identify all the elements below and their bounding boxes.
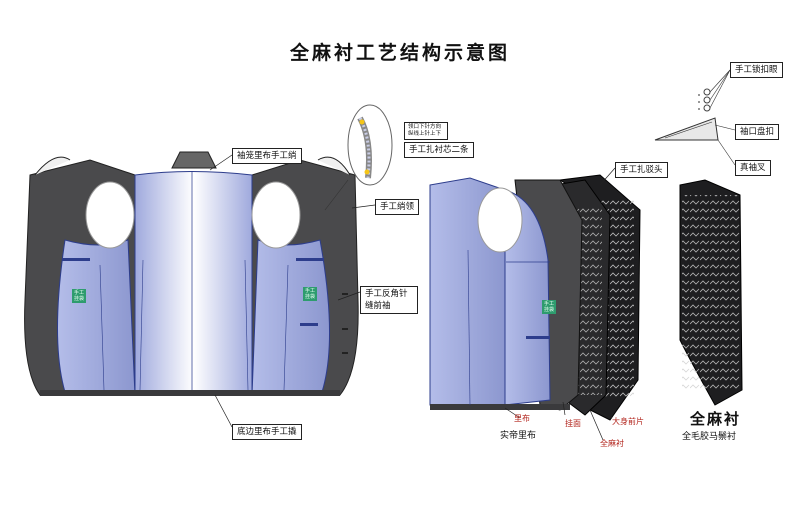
label-hand-buttonhole: 手工锁扣眼 <box>730 62 783 78</box>
label-sleeve-vent: 真袖叉 <box>735 160 771 176</box>
label-lining: 里布 <box>514 414 530 423</box>
label-buttonhole-knot: 袖口盘扣 <box>735 124 780 140</box>
label-collar-detail-2: 手工扎衬芯二条 <box>404 142 474 158</box>
left-side-lining <box>57 239 136 396</box>
back-centre-panel <box>134 171 253 396</box>
stitch-magnifier <box>324 104 393 211</box>
label-hem-lining: 底边里布手工撬 <box>232 424 302 440</box>
pocket-tag-left: 手工 挂袋 <box>72 289 86 303</box>
label-front-piece: 大身前片 <box>612 417 644 426</box>
label-face-fabric: 挂面 <box>565 419 581 428</box>
left-armhole <box>85 181 135 249</box>
buttonhole-detail <box>654 69 736 166</box>
left-jacket-hem <box>40 390 340 396</box>
label-hand-cross-stitch: 手工反角针 缝前袖 <box>360 286 418 314</box>
label-collar-detail-1: 领口下针方向 纵线上针上下 <box>404 122 448 140</box>
label-full-canvas-sub: 全毛胶马鬃衬 <box>682 432 737 442</box>
right-armhole <box>251 181 301 249</box>
label-full-canvas-small: 全麻衬 <box>600 439 624 448</box>
label-sleeve-lining: 袖笼里布手工绱 <box>232 148 302 164</box>
page-title: 全麻衬工艺结构示意图 <box>289 42 510 64</box>
label-half-lining: 实帝里布 <box>500 431 537 441</box>
label-hand-collar: 手工绱领 <box>375 199 420 215</box>
label-hand-padding: 手工扎驳头 <box>615 162 668 178</box>
label-full-canvas-big: 全麻衬 <box>690 410 742 428</box>
middle-jacket <box>429 174 641 421</box>
pocket-tag-middle: 手工 挂袋 <box>542 300 556 314</box>
leader-lines <box>209 154 616 441</box>
pocket-tag-right: 手工 挂袋 <box>303 287 317 301</box>
right-side-lining <box>251 239 331 396</box>
collar <box>171 151 217 169</box>
left-jacket <box>24 151 359 396</box>
full-canvas-piece <box>679 179 743 406</box>
